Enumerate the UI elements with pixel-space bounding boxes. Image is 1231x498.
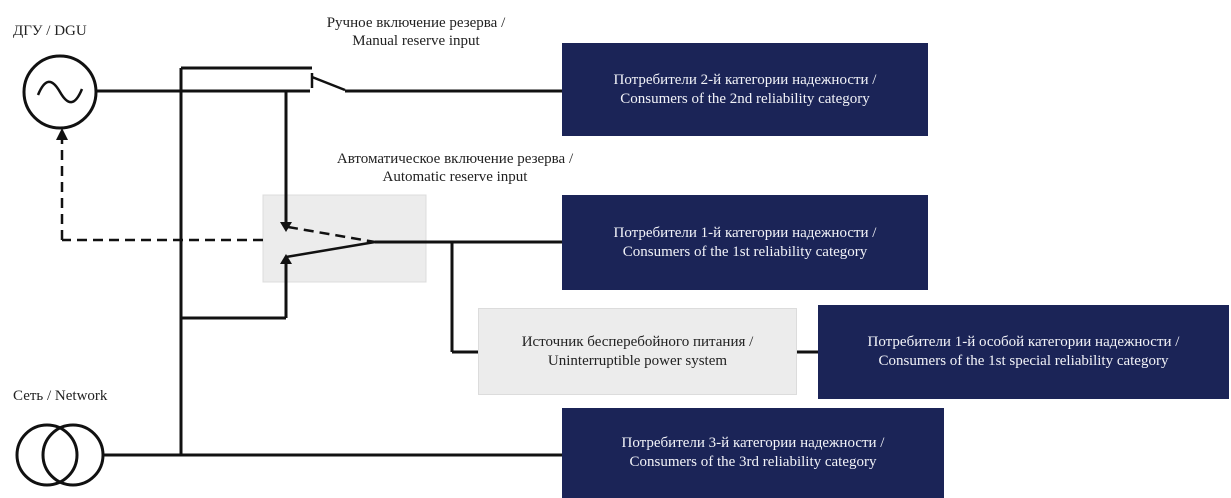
- ats-blade-active: [285, 240, 376, 259]
- consumers-special-box: Потребители 1-й особой категории надежно…: [818, 305, 1229, 399]
- ups-ru: Источник бесперебойного питания /: [521, 333, 754, 350]
- automatic-reserve-label: Автоматическое включение резерва / Autom…: [296, 150, 614, 186]
- control-arrow-icon: [56, 128, 68, 140]
- automatic-reserve-label-ru: Автоматическое включение резерва /: [336, 151, 574, 167]
- network-label: Сеть / Network: [13, 388, 108, 404]
- automatic-switch-area: [262, 194, 427, 283]
- consumers-cat2-ru: Потребители 2-й категории надежности /: [613, 71, 877, 88]
- manual-reserve-label-ru: Ручное включение резерва /: [326, 15, 506, 31]
- manual-reserve-label-en: Manual reserve input: [352, 33, 480, 49]
- consumers-cat2-box: Потребители 2-й категории надежности / C…: [562, 43, 928, 136]
- consumers-special-en: Consumers of the 1st special reliability…: [878, 353, 1169, 369]
- consumers-cat3-ru: Потребители 3-й категории надежности /: [621, 435, 885, 451]
- ups-box: Источник бесперебойного питания / Uninte…: [478, 308, 797, 395]
- consumers-cat1-en: Consumers of the 1st reliability categor…: [622, 243, 868, 260]
- consumers-cat1-box: Потребители 1-й категории надежности / C…: [562, 195, 928, 290]
- consumers-cat3-box: Потребители 3-й категории надежности / C…: [562, 408, 944, 498]
- consumers-cat1-ru: Потребители 1-й категории надежности /: [613, 224, 877, 241]
- transformer-coil-right: [41, 423, 105, 487]
- consumers-special-ru: Потребители 1-й особой категории надежно…: [867, 334, 1180, 350]
- ats-blade-standby: [287, 225, 376, 244]
- ups-en: Uninterruptible power system: [547, 352, 728, 369]
- dgu-label: ДГУ / DGU: [13, 23, 87, 39]
- consumers-cat3-en: Consumers of the 3rd reliability categor…: [629, 454, 877, 470]
- manual-reserve-label: Ручное включение резерва / Manual reserv…: [296, 14, 536, 50]
- transformer-coil-left: [15, 423, 79, 487]
- consumers-cat2-en: Consumers of the 2nd reliability categor…: [620, 90, 870, 107]
- automatic-reserve-label-en: Automatic reserve input: [382, 169, 528, 185]
- sine-wave-icon: [36, 80, 84, 104]
- manual-switch-blade: [311, 75, 346, 92]
